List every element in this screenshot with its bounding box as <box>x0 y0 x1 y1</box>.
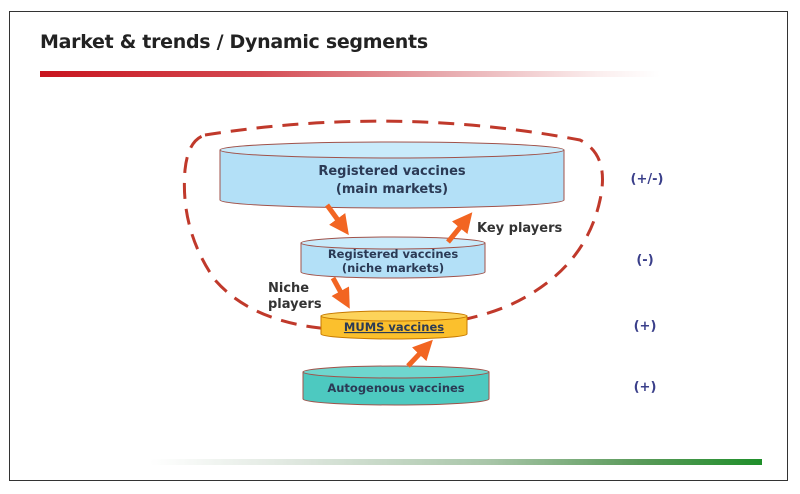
dashed-outline <box>182 119 604 331</box>
cylinder-autogenous: Autogenous vaccines <box>302 365 490 406</box>
segment-autogenous-label: Autogenous vaccines <box>327 381 464 395</box>
cylinder-main-markets: Registered vaccines (main markets) <box>219 141 565 209</box>
footer-bar <box>150 459 762 465</box>
segment-main-line2: (main markets) <box>336 182 448 197</box>
slide-title: Market & trends / Dynamic segments <box>40 31 428 53</box>
cylinder-niche-markets: Registered vaccines (niche markets) <box>300 236 486 279</box>
segment-mums-label: MUMS vaccines <box>344 320 444 334</box>
segment-niche-line2: (niche markets) <box>342 261 444 275</box>
arrow-main-to-niche <box>324 203 349 236</box>
title-underline-bar <box>40 71 660 77</box>
trend-main-markets: (+/-) <box>631 172 664 187</box>
niche-players-label-line2: players <box>268 297 322 312</box>
arrow-niche-to-mums <box>330 276 350 309</box>
niche-players-label-line1: Niche <box>268 281 309 296</box>
segment-niche-line1: Registered vaccines <box>328 247 458 261</box>
cylinder-mums: MUMS vaccines <box>320 310 468 340</box>
key-players-label: Key players <box>477 221 562 236</box>
trend-autogenous: (+) <box>634 380 657 395</box>
arrow-niche-to-main <box>446 212 473 244</box>
trend-mums: (+) <box>634 319 657 334</box>
segment-main-line1: Registered vaccines <box>318 164 466 179</box>
trend-niche-markets: (-) <box>636 253 653 268</box>
arrow-autogenous-to-mums <box>406 339 433 368</box>
